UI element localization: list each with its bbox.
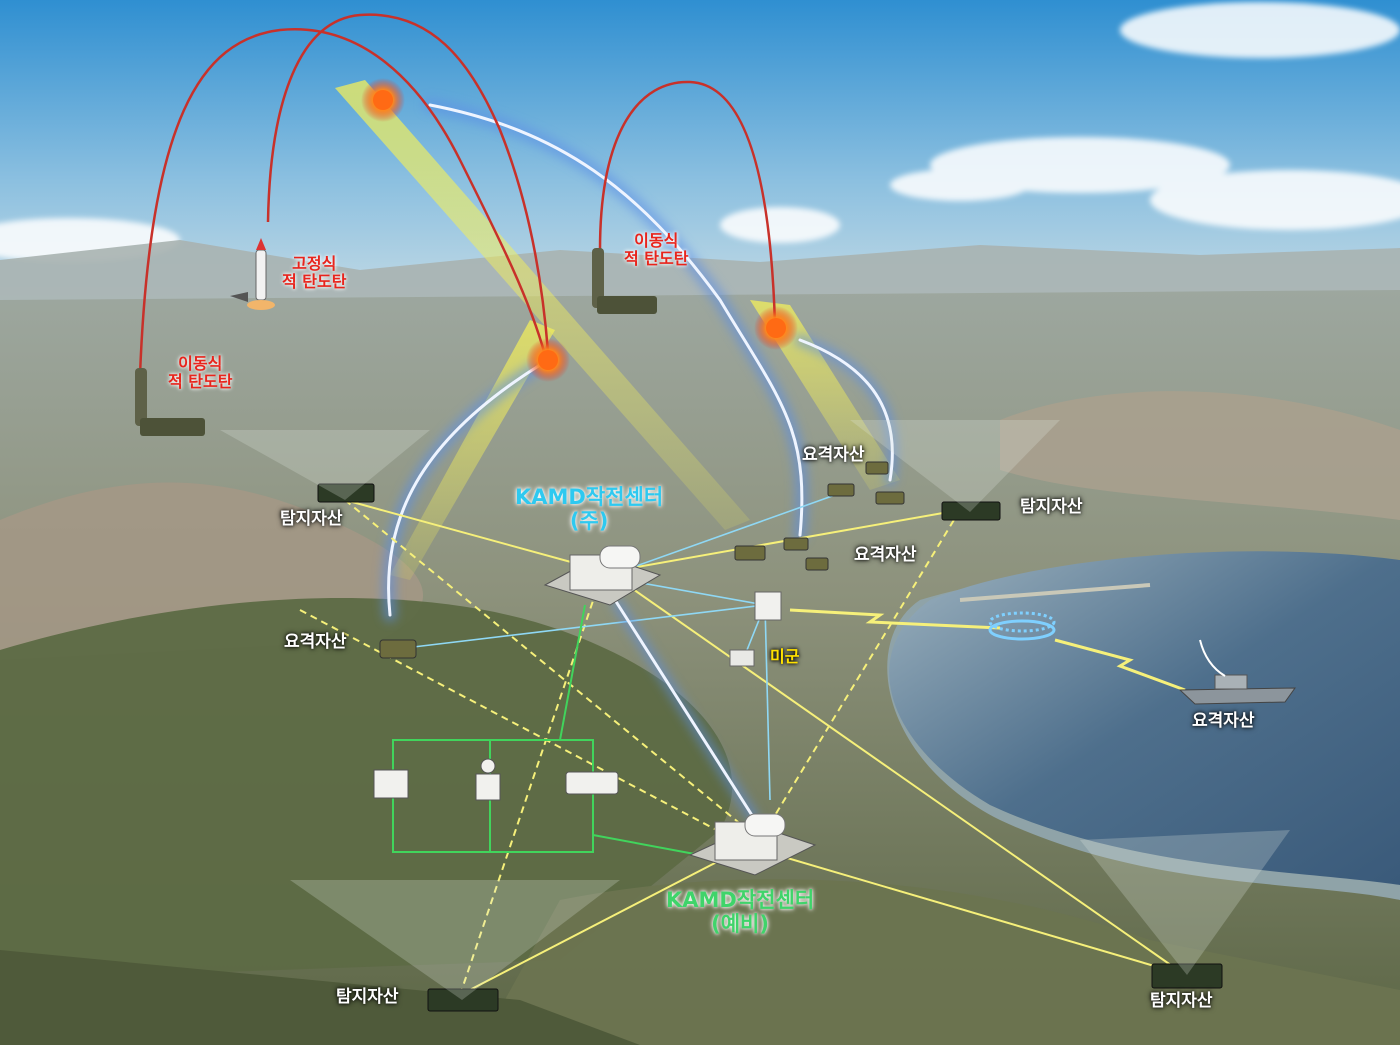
sea (889, 551, 1400, 885)
label-intercept-asset-ship: 요격자산 (1192, 711, 1255, 731)
enemy-trajectories (138, 13, 777, 376)
link-center-to-backup (609, 596, 761, 824)
label-detection-asset-bottom-left: 탐지자산 (336, 987, 399, 1007)
label-detection-asset-left: 탐지자산 (280, 509, 343, 529)
kamd-center-main-building (543, 545, 662, 606)
hills (0, 391, 1400, 1045)
label-intercept-asset-upper: 요격자산 (802, 445, 865, 465)
radar-coverage (220, 420, 1290, 1000)
us-forces-building (729, 591, 782, 667)
kamd-center-backup-building (688, 813, 817, 876)
support-facilities (373, 758, 619, 801)
mobile-enemy-launcher-left (135, 368, 205, 436)
link-lines-cyan (404, 494, 836, 801)
intercept-paths (381, 98, 899, 622)
label-detection-asset-right: 탐지자산 (1020, 497, 1083, 517)
ship-icon (1178, 639, 1296, 705)
radar-icon (317, 483, 1223, 1012)
breakwater (959, 583, 1151, 602)
label-intercept-asset-middle: 요격자산 (854, 545, 917, 565)
satellite-ring-icon (988, 611, 1056, 641)
label-detection-asset-bottom-right: 탐지자산 (1150, 991, 1213, 1011)
label-us-forces: 미군 (770, 647, 800, 666)
label-mobile-enemy-missile-left: 이동식 적 탄도탄 (168, 354, 233, 392)
label-kamd-center-main: KAMD작전센터 (주) (515, 485, 664, 534)
label-fixed-enemy-missile: 고정식 적 탄도탄 (282, 254, 347, 292)
clouds (0, 2, 1400, 262)
intercept-launchers (379, 461, 905, 659)
label-mobile-enemy-missile-center: 이동식 적 탄도탄 (624, 231, 689, 269)
fixed-enemy-launcher (230, 238, 275, 310)
label-kamd-center-backup: KAMD작전센터 (예비) (666, 888, 815, 937)
link-lines-yellow (299, 499, 1186, 996)
label-intercept-asset-left: 요격자산 (284, 632, 347, 652)
mobile-enemy-launcher-center (592, 248, 657, 314)
interception-blasts (361, 78, 798, 382)
